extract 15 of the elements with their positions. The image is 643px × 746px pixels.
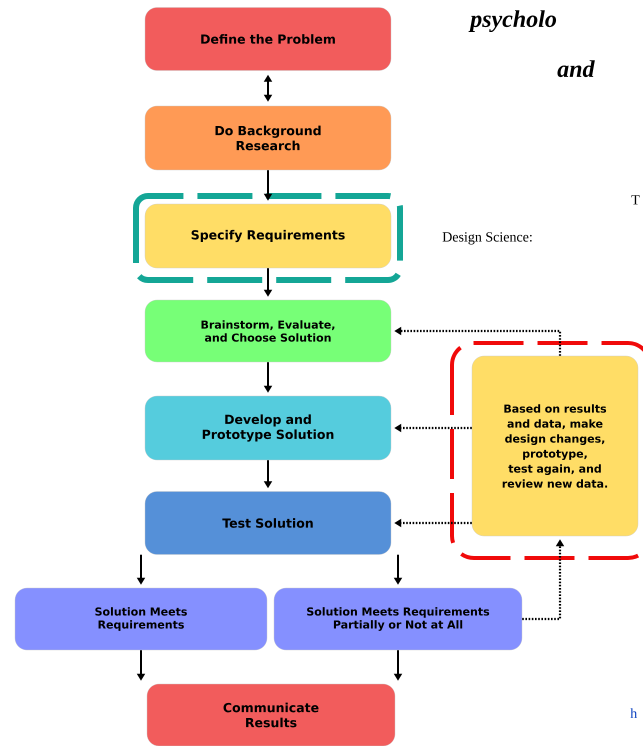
process-box: Develop and Prototype Solution: [144, 396, 392, 460]
process-box: Do Background Research: [144, 106, 392, 170]
process-box: Define the Problem: [144, 7, 392, 71]
slide-text: and: [557, 60, 595, 78]
process-box: Solution Meets Requirements: [14, 588, 268, 650]
slide-text: T: [631, 195, 640, 204]
process-box: Test Solution: [144, 491, 392, 555]
process-box: Based on results and data, make design changes, prototype, test again, and review new data.: [472, 356, 638, 536]
slide-text: psycholo: [468, 10, 556, 32]
process-box: Specify Requirements: [144, 204, 392, 268]
process-box: Brainstorm, Evaluate, and Choose Solution: [144, 300, 392, 362]
slide-text: Design Science:: [442, 232, 532, 244]
slide-text: h: [630, 708, 638, 718]
process-box: Communicate Results: [146, 684, 396, 746]
process-box: Solution Meets Requirements Partially or Not at All: [274, 588, 522, 650]
